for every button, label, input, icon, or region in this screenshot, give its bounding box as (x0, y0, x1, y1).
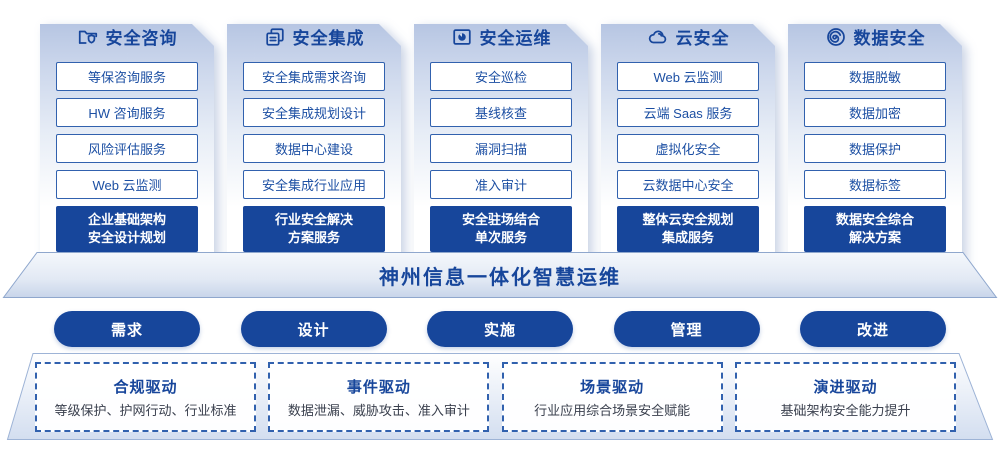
column-cloud-security: 云安全 Web 云监测 云端 Saas 服务 虚拟化安全 云数据中心安全 整体云… (601, 8, 775, 252)
service-item: Web 云监测 (617, 62, 759, 91)
driver-title: 场景驱动 (580, 378, 645, 396)
service-item: 安全集成行业应用 (243, 170, 385, 199)
column-title: 云安全 (675, 29, 730, 48)
service-item: 安全巡检 (430, 62, 572, 91)
column-footer: 企业基础架构 安全设计规划 (56, 206, 198, 252)
service-item: 安全集成需求咨询 (243, 62, 385, 91)
column-data-security: 数据安全 数据脱敏 数据加密 数据保护 数据标签 数据安全综合 解决方案 (788, 8, 962, 252)
banner-title: 神州信息一体化智慧运维 (379, 266, 621, 289)
phase-pill-improvement: 改进 (800, 311, 946, 347)
phase-pill-management: 管理 (613, 311, 760, 347)
service-item: 虚拟化安全 (617, 134, 759, 163)
column-header: 安全集成 (227, 24, 401, 49)
driver-subtitle: 等级保护、护网行动、行业标准 (54, 402, 237, 418)
column-footer: 行业安全解决 方案服务 (243, 206, 385, 252)
service-item: 等保咨询服务 (56, 62, 198, 91)
driver-scenario: 场景驱动 行业应用综合场景安全赋能 (501, 362, 723, 432)
service-item: 基线核查 (430, 98, 572, 127)
driver-title: 演进驱动 (813, 378, 878, 396)
service-item: 漏洞扫描 (430, 134, 572, 163)
column-security-consulting: 安全咨询 等保咨询服务 HW 咨询服务 风险评估服务 Web 云监测 企业基础架… (40, 8, 214, 252)
column-header: 安全咨询 (40, 24, 214, 49)
phase-pills-row: 需求 设计 实施 管理 改进 (54, 311, 946, 347)
drivers-row: 合规驱动 等级保护、护网行动、行业标准 事件驱动 数据泄漏、威胁攻击、准入审计 … (35, 362, 956, 432)
service-item: HW 咨询服务 (56, 98, 198, 127)
column-footer: 整体云安全规划 集成服务 (617, 206, 759, 252)
service-item: 云端 Saas 服务 (617, 98, 759, 127)
ops-monitor-icon (451, 26, 473, 48)
service-columns-row: 安全咨询 等保咨询服务 HW 咨询服务 风险评估服务 Web 云监测 企业基础架… (40, 8, 962, 252)
column-security-operations: 安全运维 安全巡检 基线核查 漏洞扫描 准入审计 安全驻场结合 单次服务 (414, 8, 588, 252)
phase-pill-implementation: 实施 (427, 311, 573, 347)
phase-pill-design: 设计 (240, 311, 387, 347)
service-item: Web 云监测 (56, 170, 198, 199)
driver-subtitle: 基础架构安全能力提升 (780, 402, 911, 418)
service-item: 数据加密 (804, 98, 946, 127)
column-footer: 数据安全综合 解决方案 (804, 206, 946, 252)
column-header: 数据安全 (788, 24, 962, 49)
column-footer: 安全驻场结合 单次服务 (430, 206, 572, 252)
service-item: 风险评估服务 (56, 134, 198, 163)
column-title: 安全集成 (292, 29, 365, 48)
folder-shield-icon (77, 26, 99, 48)
service-item: 准入审计 (430, 170, 572, 199)
platform-banner: 神州信息一体化智慧运维 (0, 252, 1000, 299)
service-item: 数据保护 (804, 134, 946, 163)
column-security-integration: 安全集成 安全集成需求咨询 安全集成规划设计 数据中心建设 安全集成行业应用 行… (227, 8, 401, 252)
service-item: 云数据中心安全 (617, 170, 759, 199)
service-item: 安全集成规划设计 (243, 98, 385, 127)
column-header: 云安全 (601, 24, 775, 49)
driver-subtitle: 行业应用综合场景安全赋能 (534, 402, 691, 418)
driver-title: 事件驱动 (346, 378, 411, 396)
stacked-documents-icon (264, 26, 286, 48)
service-item: 数据脱敏 (804, 62, 946, 91)
driver-subtitle: 数据泄漏、威胁攻击、准入审计 (287, 402, 470, 418)
phase-pill-requirement: 需求 (54, 311, 200, 347)
column-header: 安全运维 (414, 24, 588, 49)
banner-trapezoid-shape (2, 252, 998, 298)
data-spiral-icon (825, 26, 847, 48)
driver-title: 合规驱动 (113, 378, 178, 396)
driver-incident: 事件驱动 数据泄漏、威胁攻击、准入审计 (268, 362, 490, 432)
column-title: 安全运维 (479, 29, 552, 48)
column-title: 安全咨询 (105, 29, 178, 48)
driver-compliance: 合规驱动 等级保护、护网行动、行业标准 (35, 362, 256, 432)
service-item: 数据中心建设 (243, 134, 385, 163)
service-item: 数据标签 (804, 170, 946, 199)
column-title: 数据安全 (853, 29, 926, 48)
cloud-icon (647, 26, 669, 48)
driver-evolution: 演进驱动 基础架构安全能力提升 (734, 362, 956, 432)
